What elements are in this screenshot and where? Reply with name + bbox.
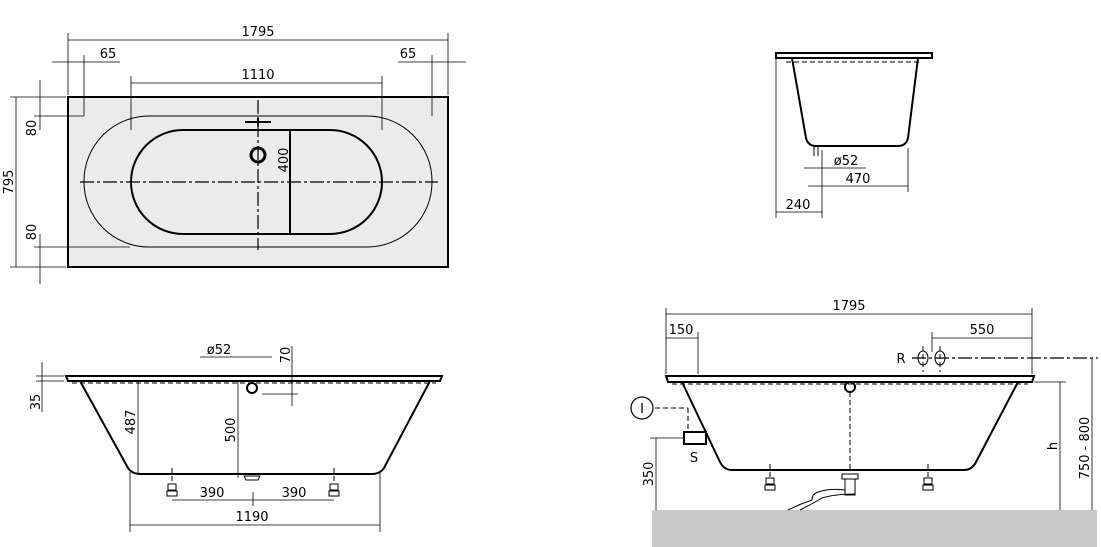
dim-install-tap-offset: 550 [970,323,995,338]
dim-install-overall-length: 1795 [832,299,865,314]
installation-foot-right [922,464,934,491]
dim-end-bottom-width: 470 [846,172,871,187]
side-view-rim [64,375,444,382]
installation-view: S I 350 1795 150 550 R h [630,299,1098,547]
dim-top-end-offset-left: 65 [100,47,117,62]
side-view-waste-outlet [243,475,261,481]
end-section-rim [775,52,933,59]
floor [652,510,1097,547]
dim-top-overall-width: 795 [2,170,17,195]
dim-side-base-length: 1190 [235,510,268,525]
installation-tub-body [681,381,1019,471]
dim-install-total-height: 750 - 800 [1078,417,1093,480]
installation-foot-left [764,464,776,491]
dim-side-waste-depth: 500 [224,418,239,443]
dim-install-height-label: h [1046,442,1061,450]
dim-side-foot-spacing-left: 390 [200,486,225,501]
side-view-tub-body [79,380,431,475]
side-view-foot-left [166,468,178,497]
installation-siphon [787,473,859,511]
dim-side-waste-offset: 70 [279,347,294,364]
dim-install-siphon-height: 350 [642,462,657,487]
top-view: 1795 65 65 1110 795 80 80 400 [2,25,466,284]
dim-side-rim-height: 35 [29,394,44,411]
installation-callout [630,396,654,420]
dim-side-foot-spacing-right: 390 [282,486,307,501]
end-section-waste [813,146,819,156]
dim-install-waste-offset: 150 [669,323,694,338]
installation-callout-symbol: I [640,402,644,417]
dim-top-rim-top: 80 [25,120,40,137]
installation-tap-label: R [896,352,905,367]
side-view: 35 ø52 70 487 500 390 390 1190 [29,343,444,532]
installation-overflow-box [683,431,707,445]
installation-tap-holes [912,346,1098,372]
top-view-overflow-marker [245,118,271,126]
top-view-waste-outlet [249,146,267,164]
dim-side-depth: 487 [124,410,139,435]
dim-end-waste-diameter: ø52 [834,154,859,169]
side-view-overflow [246,382,258,394]
installation-rim [664,375,1036,383]
side-view-foot-right [328,468,340,497]
end-section: ø52 470 240 [775,52,933,218]
installation-overflow-label: S [690,451,698,466]
dim-end-waste-position: 240 [786,198,811,213]
end-section-tub-body [791,57,919,147]
dim-top-inner-width: 400 [277,148,292,173]
dim-top-overall-length: 1795 [241,25,274,40]
dim-side-waste-diameter: ø52 [207,343,232,358]
dim-top-end-offset-right: 65 [400,47,417,62]
dim-top-rim-bottom: 80 [25,224,40,241]
dim-top-inner-length: 1110 [241,68,274,83]
